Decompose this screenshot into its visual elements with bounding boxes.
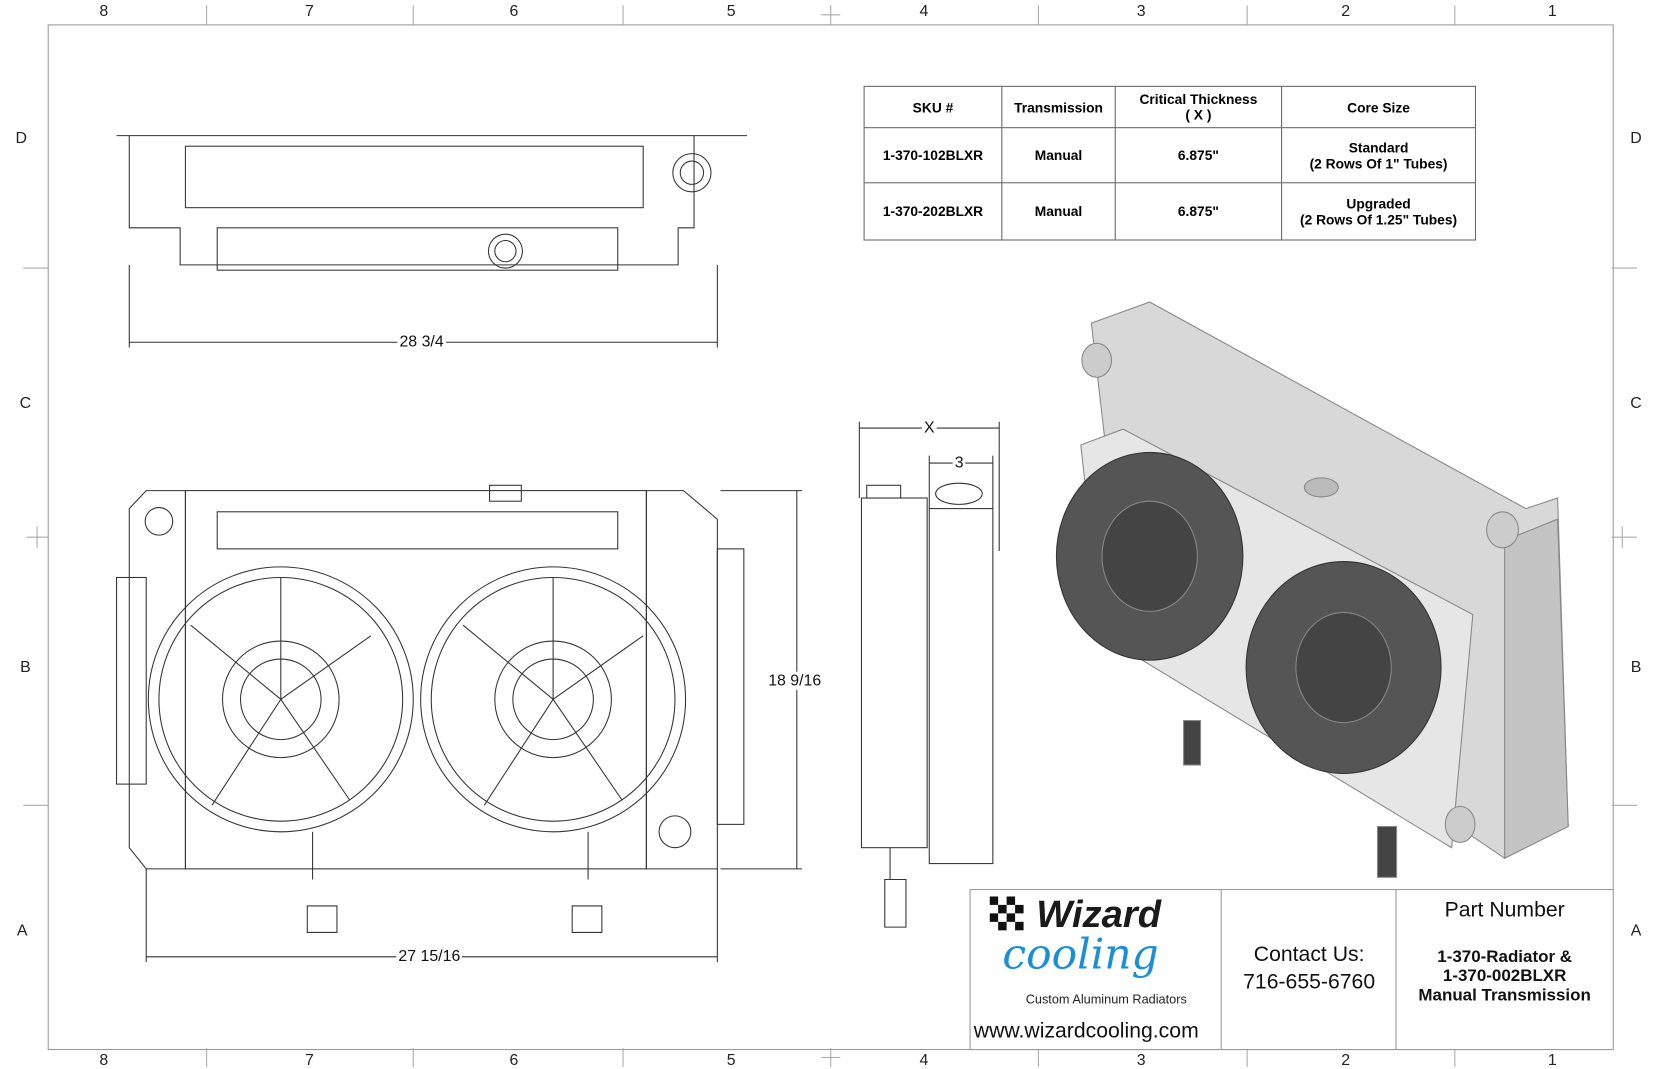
dim-front-width: 27 15/16 [396,947,463,966]
part-number-label: Part Number [1444,898,1565,922]
zone-col-top-3: 3 [1136,2,1146,21]
cell-thickness: 6.875" [1114,182,1283,241]
table-header-row: SKU # Transmission Critical Thickness( X… [863,85,1477,129]
logo-cooling: cooling [1002,930,1159,980]
website-link[interactable]: www.wizardcooling.com [973,1019,1199,1043]
core-detail: (2 Rows Of 1" Tubes) [1309,155,1448,172]
header-transmission: Transmission [1001,85,1116,129]
front-view [116,484,803,963]
title-block-contact: Contact Us: 716-655-6760 [1220,889,1398,1051]
cell-thickness: 6.875" [1114,127,1283,184]
header-sku: SKU # [863,85,1003,129]
contact-label: Contact Us: [1253,943,1365,967]
part-line-3: Manual Transmission [1418,986,1591,1005]
zone-col-top-2: 2 [1341,2,1351,21]
core-name: Standard [1348,139,1409,156]
cell-transmission: Manual [1001,182,1116,241]
zone-row-right-a: A [1630,921,1642,940]
part-line-2: 1-370-002BLXR [1442,967,1567,986]
zone-col-bottom-1: 1 [1547,1051,1557,1069]
zone-col-bottom-7: 7 [304,1051,314,1069]
zone-col-bottom-6: 6 [509,1051,519,1069]
zone-tick-marks [23,5,1638,1068]
header-thickness: Critical Thickness( X ) [1114,85,1283,129]
cell-core: Upgraded(2 Rows Of 1.25" Tubes) [1281,182,1477,241]
header-thickness-label: Critical Thickness [1139,91,1258,108]
spec-table: SKU # Transmission Critical Thickness( X… [863,85,1477,241]
cell-sku: 1-370-102BLXR [863,127,1003,184]
zone-col-top-1: 1 [1547,2,1557,21]
zone-col-bottom-5: 5 [726,1051,736,1069]
top-view [116,135,748,348]
dim-side-3: 3 [952,453,966,472]
zone-row-left-c: C [19,394,32,413]
table-row: 1-370-102BLXR Manual 6.875" Standard(2 R… [863,127,1477,184]
checkered-flag-icon [989,896,1024,931]
core-detail: (2 Rows Of 1.25" Tubes) [1299,211,1458,228]
table-row: 1-370-202BLXR Manual 6.875" Upgraded(2 R… [863,182,1477,241]
title-block-logo: Wizard cooling Custom Aluminum Radiators… [969,889,1223,1051]
fan-right [420,566,687,833]
dim-side-x: X [921,418,937,437]
zone-col-top-4: 4 [919,2,929,21]
logo-tagline: Custom Aluminum Radiators [1025,991,1187,1007]
zone-col-bottom-8: 8 [99,1051,109,1069]
cell-core: Standard(2 Rows Of 1" Tubes) [1281,127,1477,184]
core-name: Upgraded [1346,195,1411,212]
cell-transmission: Manual [1001,127,1116,184]
header-core-size: Core Size [1281,85,1477,129]
zone-col-top-7: 7 [304,2,314,21]
header-thickness-x: ( X ) [1185,107,1212,123]
zone-row-left-d: D [15,129,27,148]
dim-top-width: 28 3/4 [397,332,446,351]
zone-col-top-8: 8 [99,2,109,21]
cell-sku: 1-370-202BLXR [863,182,1003,241]
zone-col-bottom-3: 3 [1136,1051,1146,1069]
zone-row-right-b: B [1630,658,1642,677]
zone-row-right-c: C [1630,394,1642,413]
zone-col-top-5: 5 [726,2,736,21]
part-line-1: 1-370-Radiator & [1437,948,1572,967]
title-block-part-number: Part Number 1-370-Radiator & 1-370-002BL… [1395,889,1614,1051]
zone-col-bottom-4: 4 [919,1051,929,1069]
side-view [858,421,1000,928]
zone-row-left-b: B [20,658,31,677]
zone-row-right-d: D [1630,129,1642,148]
dim-height: 18 9/16 [766,671,824,690]
logo-wizard: Wizard [1036,892,1161,936]
zone-row-left-a: A [16,921,28,940]
contact-phone: 716-655-6760 [1243,970,1376,994]
isometric-view [1055,301,1569,878]
zone-col-top-6: 6 [509,2,519,21]
fan-left [147,566,414,833]
zone-col-bottom-2: 2 [1341,1051,1351,1069]
